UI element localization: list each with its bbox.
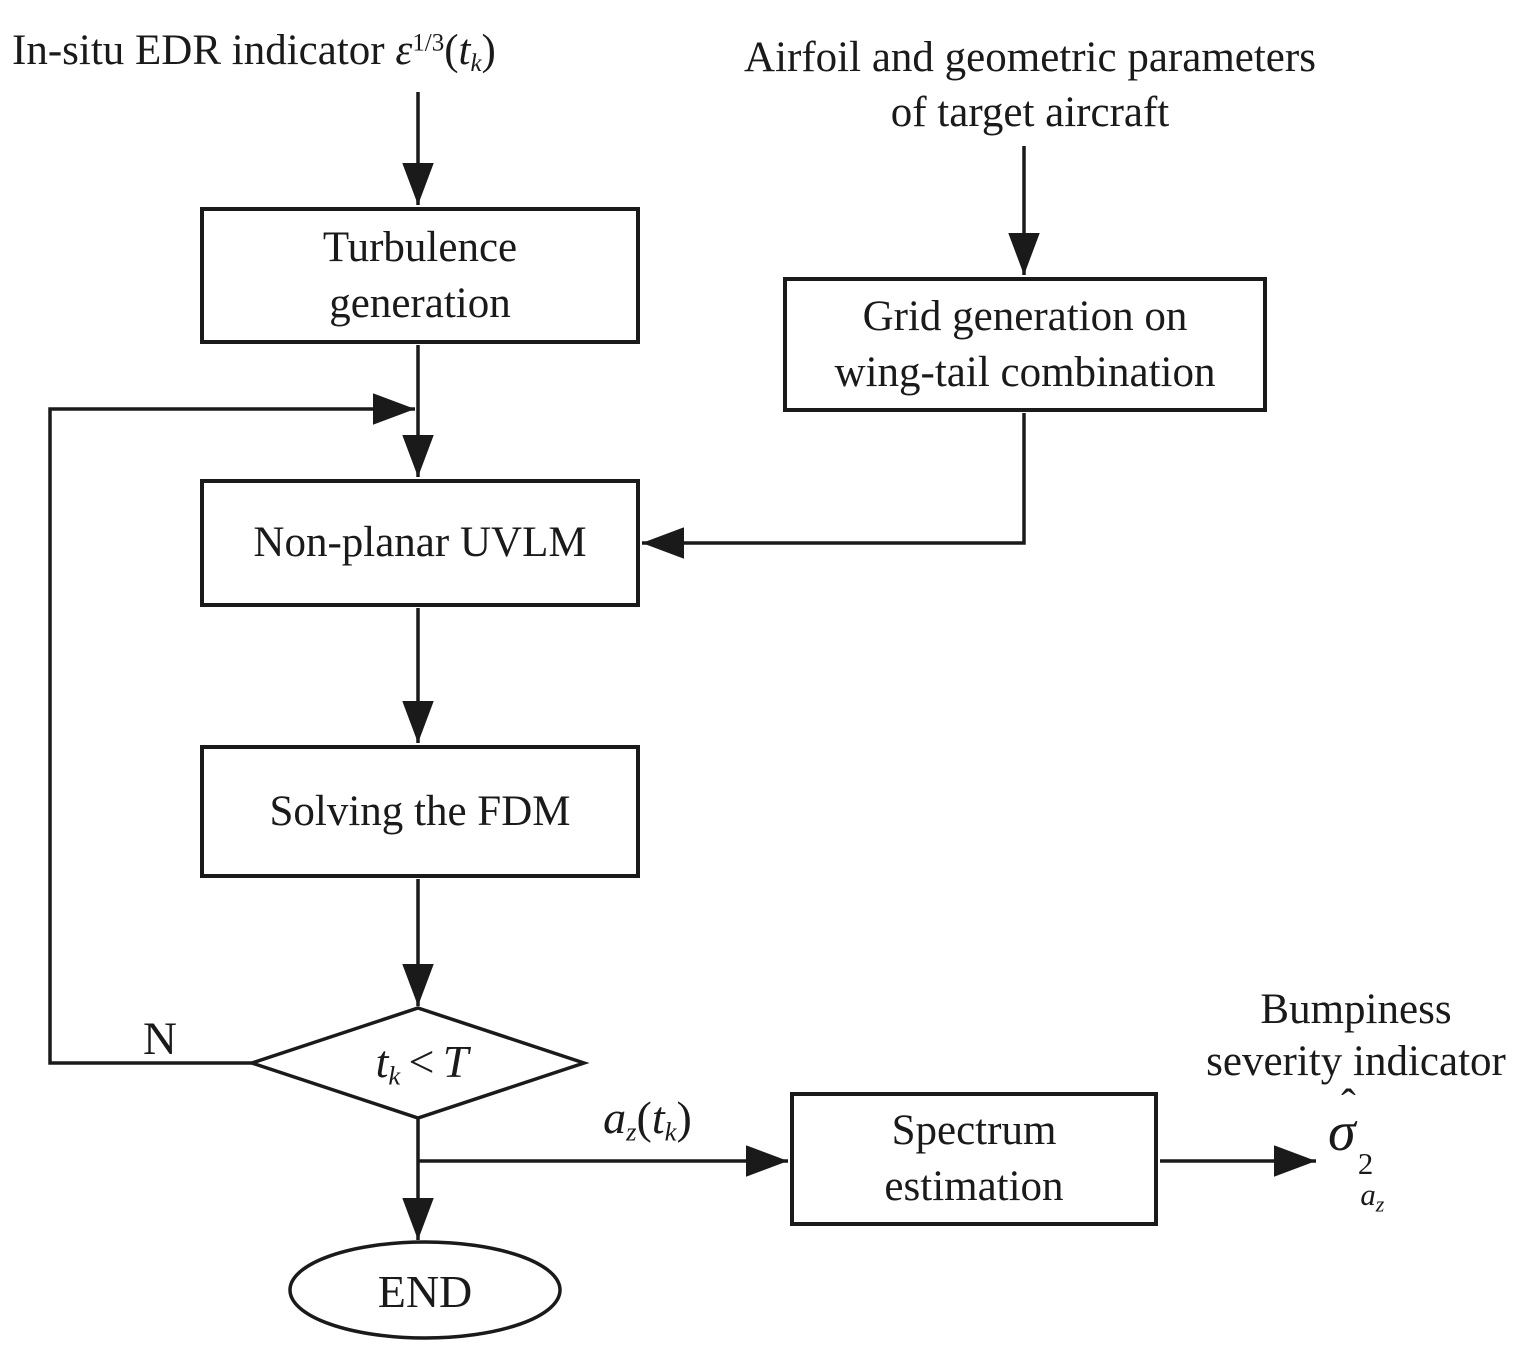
grid-box-line1: Grid generation on <box>862 292 1188 340</box>
bumpiness-output-label: Bumpiness severity indicator <box>1180 984 1532 1088</box>
sigma-subscript: az <box>1360 1177 1385 1217</box>
airfoil-label-line2: of target aircraft <box>890 89 1170 136</box>
end-terminator-label: END <box>377 1266 473 1317</box>
az-signal-label: az(tk) <box>545 1090 750 1147</box>
decision-time-symbol: t <box>375 1036 389 1087</box>
decision-time-subscript: k <box>388 1060 401 1091</box>
airfoil-input-label: Airfoil and geometric parameters of targ… <box>705 30 1355 140</box>
az-time-subscript: k <box>664 1116 677 1147</box>
solving-fdm-box: Solving the FDM <box>200 745 640 878</box>
az-time-symbol: t <box>651 1092 665 1143</box>
edr-input-text: In-situ EDR indicator <box>12 27 396 74</box>
sigma-glyph: σ <box>1328 1101 1356 1163</box>
bumpiness-label-line1: Bumpiness <box>1260 986 1452 1033</box>
az-symbol: a <box>603 1092 627 1143</box>
open-paren: ( <box>444 27 459 74</box>
az-close-paren: ) <box>676 1092 692 1143</box>
no-branch-label: N <box>143 1013 177 1065</box>
sigma-hat-accent: ˆ <box>1341 1080 1356 1129</box>
uvlm-box-label: Non-planar UVLM <box>253 519 587 567</box>
edr-input-label: In-situ EDR indicator ε1/3(tk) <box>12 24 496 79</box>
turbulence-generation-box: Turbulence generation <box>200 207 640 344</box>
bumpiness-label-line2: severity indicator <box>1206 1038 1506 1085</box>
turbulence-box-line2: generation <box>329 279 511 327</box>
spectrum-estimation-box: Spectrum estimation <box>790 1092 1158 1226</box>
az-open-paren: ( <box>636 1092 652 1143</box>
grid-generation-box: Grid generation on wing-tail combination <box>783 277 1267 412</box>
epsilon-symbol: ε <box>395 27 413 74</box>
arrow-grid-to-uvlm <box>642 413 1026 559</box>
az-subscript: z <box>626 1116 637 1147</box>
less-than-operator: < <box>408 1036 435 1087</box>
sigma-exponent: 2 <box>1357 1146 1374 1181</box>
sigma-subscript-z: z <box>1375 1191 1385 1217</box>
grid-box-line2: wing-tail combination <box>834 348 1216 396</box>
decision-limit-symbol: T <box>442 1036 469 1087</box>
non-planar-uvlm-box: Non-planar UVLM <box>200 479 640 607</box>
decision-diamond <box>246 1006 590 1120</box>
turbulence-box-line1: Turbulence <box>322 223 518 271</box>
sigma-subscript-a: a <box>1360 1177 1376 1212</box>
spectrum-box-line2: estimation <box>884 1163 1064 1210</box>
end-terminator-shape <box>288 1240 562 1340</box>
airfoil-label-line1: Airfoil and geometric parameters <box>744 34 1316 81</box>
time-symbol: t <box>458 27 471 74</box>
close-paren: ) <box>481 27 496 74</box>
epsilon-exponent: 1/3 <box>412 29 445 57</box>
spectrum-box-line1: Spectrum <box>891 1107 1057 1155</box>
fdm-box-label: Solving the FDM <box>269 787 571 835</box>
decision-condition-label: tk<T <box>262 1034 582 1091</box>
arrow-loop-no-branch <box>48 393 415 1065</box>
time-subscript: k <box>470 49 482 77</box>
